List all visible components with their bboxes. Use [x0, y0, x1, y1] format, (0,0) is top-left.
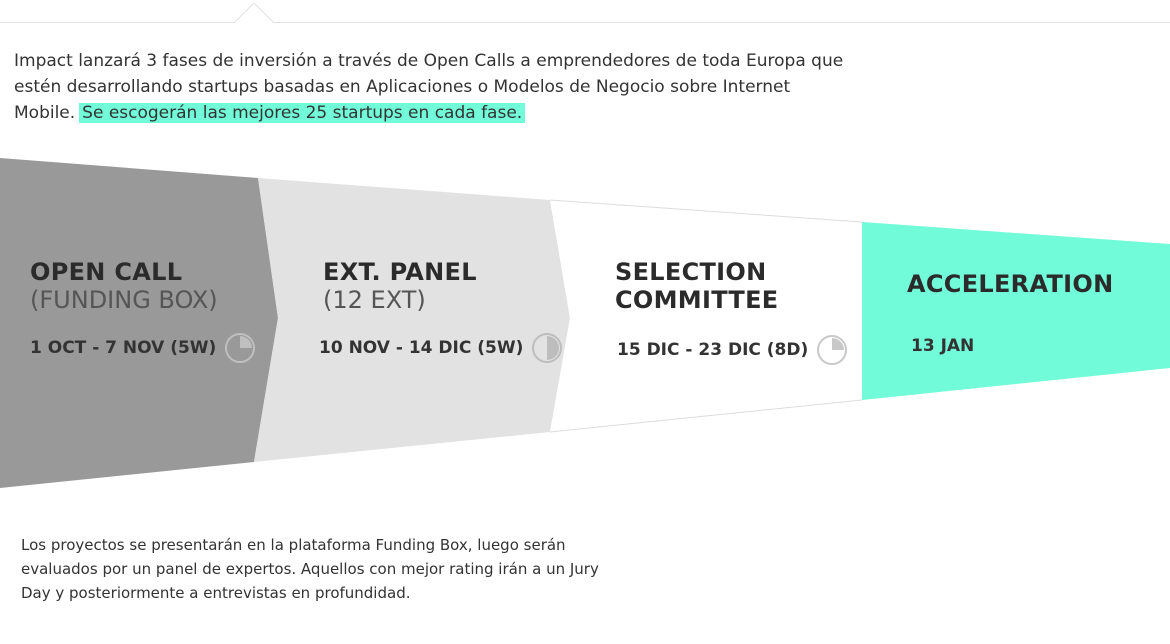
- stage-title: ACCELERATION: [907, 270, 1114, 298]
- funnel-stage-acceleration-bg: [862, 222, 1170, 400]
- stage-date: 13 JAN: [911, 336, 1113, 356]
- stage-date: 10 NOV - 14 DIC (5W): [319, 332, 563, 364]
- intro-text: Impact lanzará 3 fases de inversión a tr…: [14, 51, 844, 123]
- stage-date-text: 1 OCT - 7 NOV (5W): [30, 338, 217, 358]
- stage-date-text: 15 DIC - 23 DIC (8D): [617, 340, 809, 360]
- stage-title: OPEN CALL: [30, 258, 183, 286]
- stage-title: EXT. PANEL: [323, 258, 477, 286]
- stage-title-line2: COMMITTEE: [615, 286, 779, 314]
- stage-date-text: 10 NOV - 14 DIC (5W): [319, 338, 524, 358]
- stage-ext-panel: EXT. PANEL (12 EXT) 10 NOV - 14 DIC (5W): [319, 258, 563, 364]
- funnel-stage-selection-outline: [549, 199, 863, 223]
- stage-date: 1 OCT - 7 NOV (5W): [30, 332, 256, 364]
- outro-paragraph: Los proyectos se presentarán en la plata…: [21, 536, 599, 602]
- stage-title: SELECTION: [615, 258, 767, 286]
- intro-paragraph: Impact lanzará 3 fases de inversión a tr…: [14, 48, 874, 126]
- clock-icon: [817, 335, 848, 365]
- funnel-stage-selection-bg: [550, 200, 862, 432]
- top-divider: [0, 22, 1170, 23]
- clock-icon: [225, 333, 256, 363]
- stage-selection-committee: SELECTION COMMITTEE 15 DIC - 23 DIC (8D): [615, 258, 848, 366]
- stage-subtitle: (FUNDING BOX): [30, 286, 218, 314]
- stage-subtitle: (12 EXT): [323, 286, 426, 314]
- funnel-stage-open-call-bg: [0, 158, 278, 488]
- top-pointer-notch: [234, 3, 274, 23]
- stage-open-call: OPEN CALL (FUNDING BOX) 1 OCT - 7 NOV (5…: [30, 258, 256, 364]
- funnel-graphic: [0, 158, 1170, 488]
- stage-date-text: 13 JAN: [911, 336, 975, 356]
- stage-acceleration: ACCELERATION 13 JAN: [907, 270, 1113, 356]
- stage-date: 15 DIC - 23 DIC (8D): [617, 334, 848, 366]
- funnel-stage-ext-panel-bg: [254, 178, 570, 462]
- clock-icon: [532, 333, 563, 363]
- intro-highlight: Se escogerán las mejores 25 startups en …: [79, 103, 526, 123]
